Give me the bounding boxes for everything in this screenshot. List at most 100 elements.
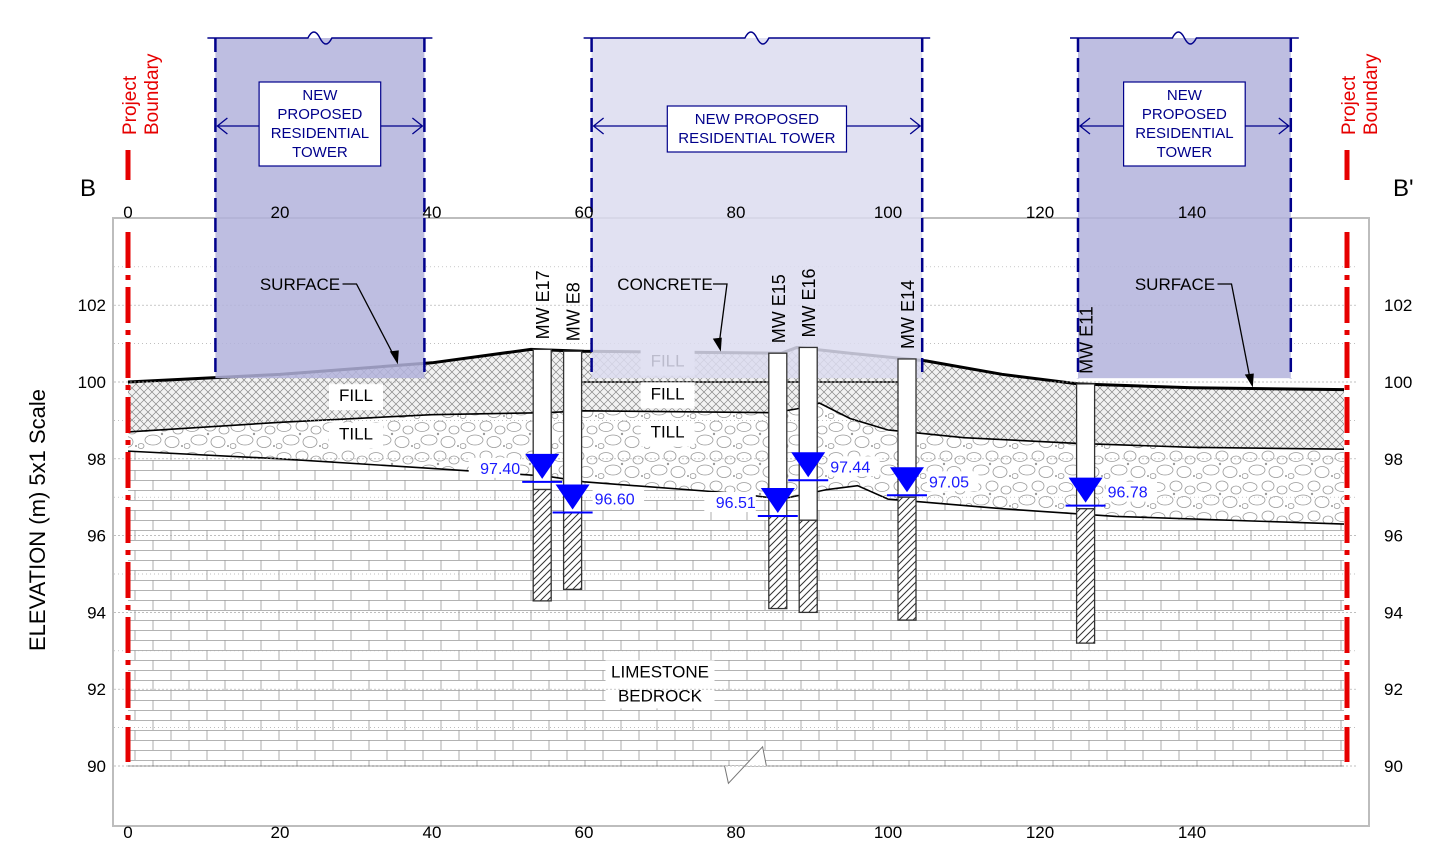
x-tick-top: 140 [1178,203,1206,222]
callout-label: CONCRETE [617,275,712,294]
layer-label: FILL [339,386,373,405]
y-tick-right: 92 [1384,680,1403,699]
water-level-value: 96.51 [716,495,756,512]
callout-label: SURFACE [1135,275,1215,294]
callout-label: SURFACE [260,275,340,294]
tower-label-box [258,81,382,167]
x-tick-top: 120 [1026,203,1054,222]
dimension-arrow-right [1278,117,1290,135]
water-level-icon [1068,477,1103,503]
y-tick-left: 96 [87,527,106,546]
well-screen [532,488,552,602]
water-level-icon [525,453,560,479]
x-tick-bottom: 140 [1178,823,1206,842]
water-level-value-bg [704,492,756,513]
x-tick-top: 60 [575,203,594,222]
layer-label: TILL [339,425,373,444]
x-tick-bottom: 0 [123,823,132,842]
well-mw-e15: 96.51 MW E15 [704,274,798,610]
x-tick-bottom: 100 [874,823,902,842]
water-level-value-bg [468,457,521,478]
well-name: MW E11 [1077,306,1097,374]
water-level-icon [791,452,826,478]
y-tick-left: 92 [87,680,106,699]
well-screen [897,496,917,621]
dimension-arrow-left [592,117,605,135]
y-axis-title: ELEVATION (m) 5x1 Scale [25,389,50,651]
layer-label-bg [640,382,695,409]
tower-roof-break [207,31,433,45]
layer-label-bg [329,384,383,411]
section-end-label: B' [1393,175,1414,202]
dimension-arrow-right [909,117,922,135]
layer-label-bg [329,422,383,449]
well-screen [798,519,818,614]
water-level-value: 97.44 [830,459,870,476]
water-level-value: 96.60 [595,492,635,509]
callout-2: CONCRETE [617,275,728,352]
layer-label: FILL [651,384,685,403]
tower-roof-break [1070,31,1299,45]
y-tick-left: 90 [87,757,106,776]
y-tick-right: 94 [1384,603,1403,622]
water-level-value-bg [828,456,880,477]
water-level-value-bg [927,471,979,492]
x-tick-top: 100 [874,203,902,222]
y-tick-left: 102 [78,296,106,315]
well-name: MW E8 [564,282,584,341]
callout-1: SURFACE [260,275,399,365]
well-name: MW E15 [769,274,789,343]
break-symbol [724,745,767,785]
boundary-label-right: ProjectBoundary [1339,53,1382,135]
callout-leader [713,283,728,347]
dimension-arrow-left [216,117,228,135]
x-tick-top: 20 [271,203,290,222]
tower-label-box [666,105,848,153]
tower-label-box [1122,81,1246,167]
x-tick-top: 40 [423,203,442,222]
water-level-value-bg [1105,481,1158,502]
project-boundaries: ProjectBoundary ProjectBoundary [120,53,1382,762]
well-name: MW E17 [533,270,553,339]
x-tick-bottom: 80 [727,823,746,842]
well-mw-e17: 97.40 MW E17 [468,270,563,602]
well-screen [768,515,788,610]
layer-label-bg [640,420,695,447]
y-tick-left: 98 [87,450,106,469]
till-layer [128,403,1344,525]
surface-callouts: SURFACE CONCRETE SURFACE [260,275,1254,388]
callout-arrow [712,337,722,352]
fill-layer [128,347,1344,450]
water-level-value: 97.05 [929,474,969,491]
well-name: MW E14 [898,280,918,349]
well-screen [1075,508,1096,644]
bedrock-layer [128,451,1344,766]
callout-arrow [389,350,399,365]
y-tick-right: 96 [1384,527,1403,546]
x-tick-bottom: 40 [423,823,442,842]
y-tick-left: 94 [87,603,106,622]
y-tick-right: 102 [1384,296,1412,315]
y-tick-right: 90 [1384,757,1403,776]
y-tick-left: 100 [78,373,106,392]
callout-3: SURFACE [1135,275,1254,388]
x-tick-bottom: 20 [271,823,290,842]
y-tick-right: 100 [1384,373,1412,392]
layer-label: TILL [651,423,685,442]
x-tick-bottom: 60 [575,823,594,842]
callout-leader [1217,283,1252,383]
boundary-label-left: ProjectBoundary [120,53,163,135]
tower-roof-break [583,31,931,45]
water-level-value: 97.40 [480,461,520,478]
x-tick-top: 0 [123,203,132,222]
callout-arrow [1244,373,1254,388]
